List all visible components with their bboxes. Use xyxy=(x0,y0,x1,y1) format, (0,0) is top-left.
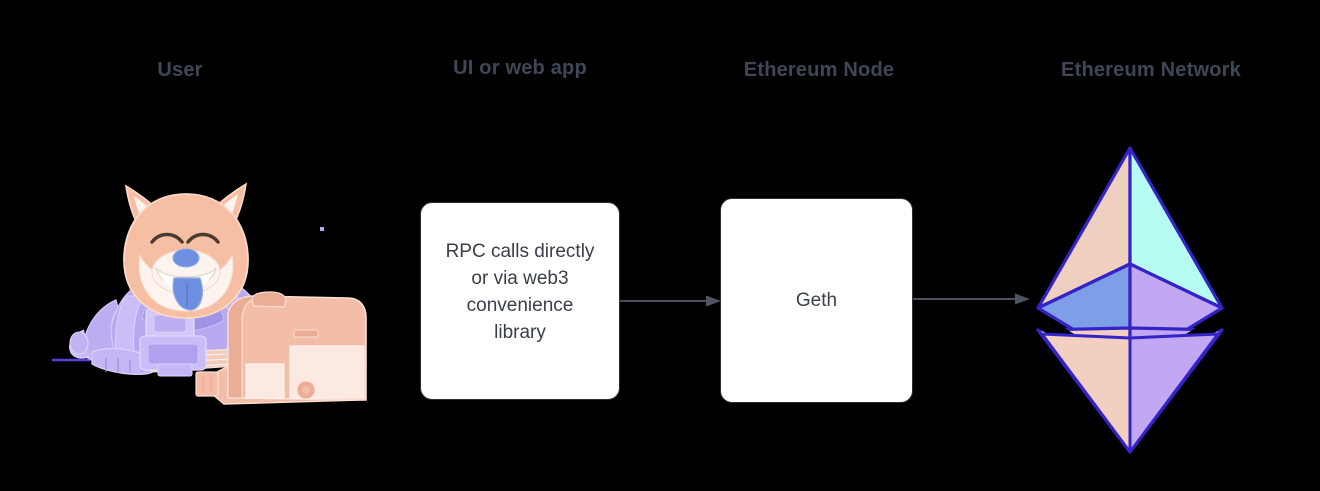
node-geth-label: Geth xyxy=(795,290,838,311)
column-header-ethereum-network: Ethereum Network xyxy=(1061,59,1241,81)
stray-pixel-artifact xyxy=(320,227,324,231)
connector-geth-to-network xyxy=(913,292,1030,305)
doge-at-computer-illustration xyxy=(48,168,370,410)
connector-rpc-to-geth xyxy=(620,294,721,307)
node-rpc-calls[interactable]: RPC calls directly or via web3 convenien… xyxy=(420,202,620,400)
node-rpc-calls-label: RPC calls directly or via web3 convenien… xyxy=(445,241,595,343)
column-header-ui-or-web-app: UI or web app xyxy=(453,57,587,79)
column-header-ethereum-node: Ethereum Node xyxy=(743,59,895,81)
ethereum-diamond-logo xyxy=(1032,142,1230,458)
column-header-user: User xyxy=(157,59,203,81)
node-geth[interactable]: Geth xyxy=(720,198,913,403)
